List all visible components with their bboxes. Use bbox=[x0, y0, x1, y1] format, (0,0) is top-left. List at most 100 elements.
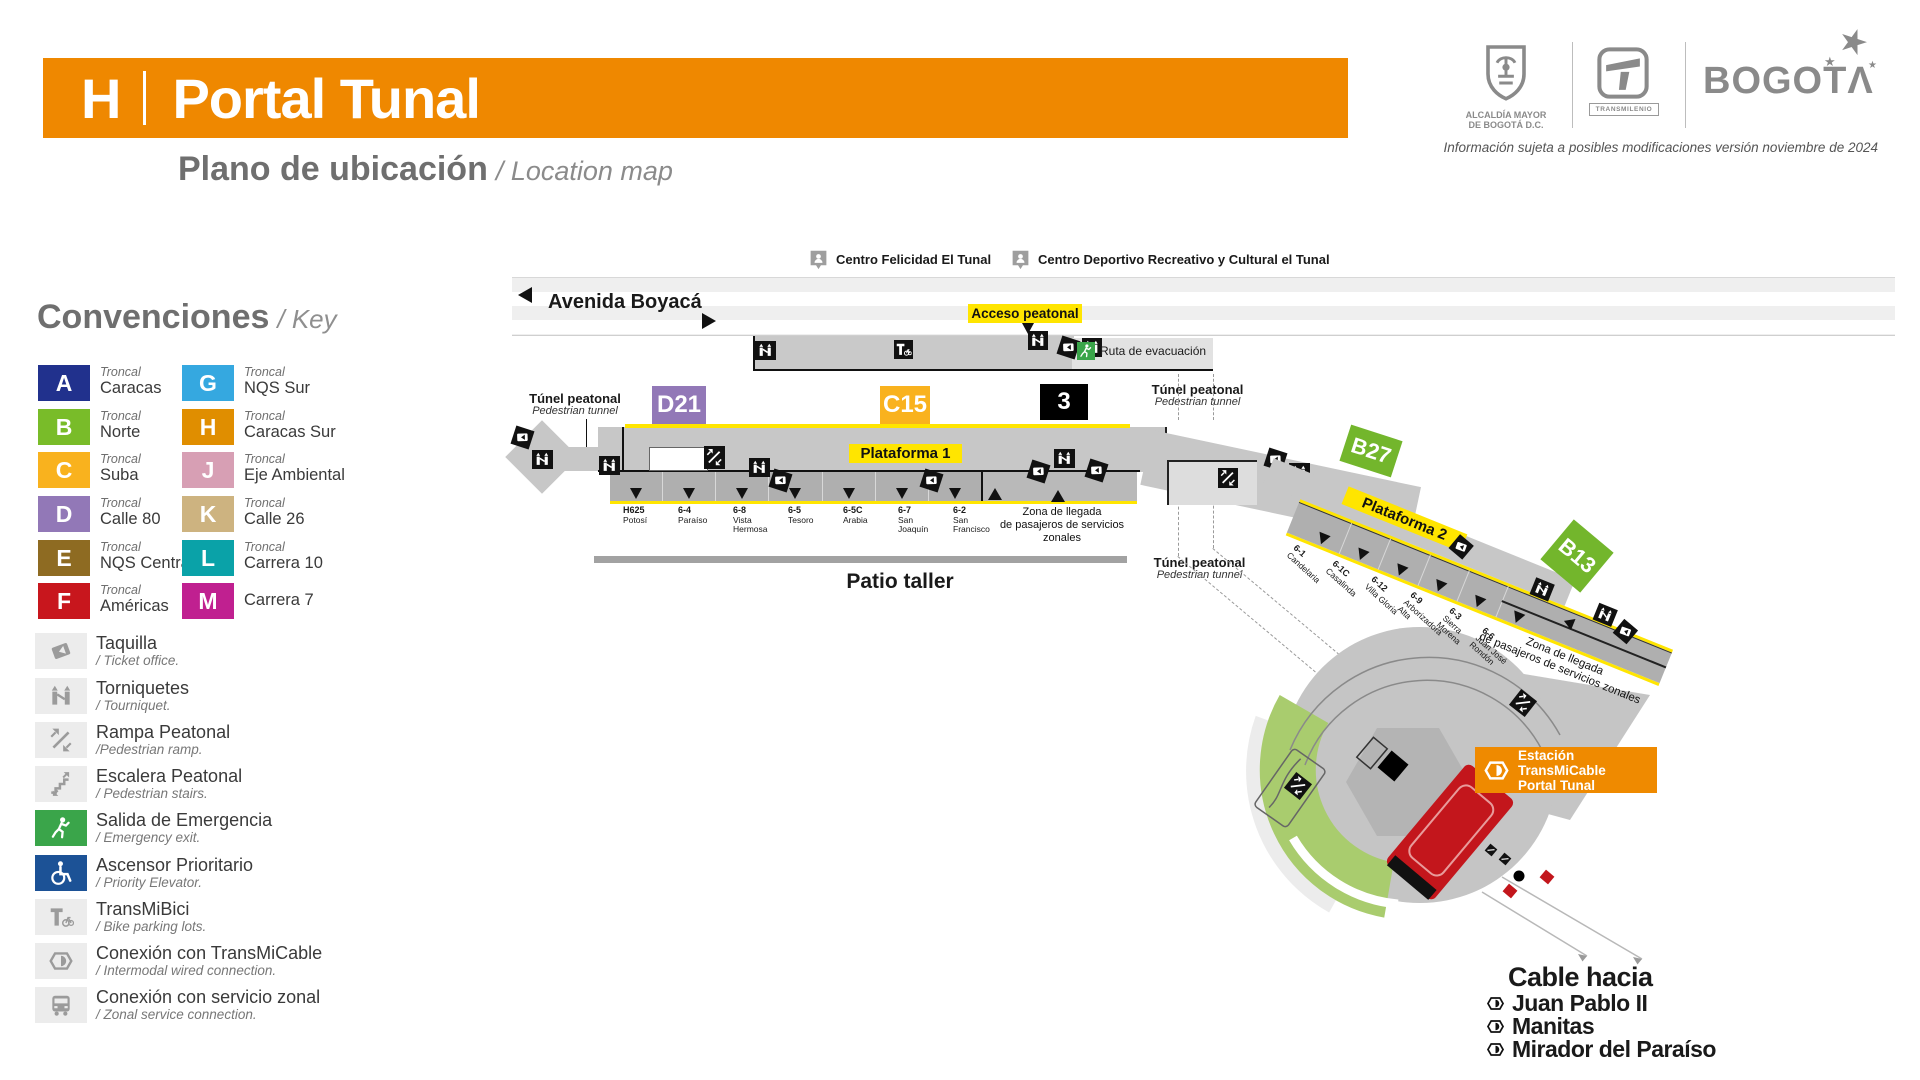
title-separator bbox=[143, 71, 147, 125]
troncal-K-box: K bbox=[182, 496, 234, 532]
bay-name: Arabia bbox=[843, 514, 868, 525]
tunnel-trace bbox=[1178, 486, 1179, 556]
troncal-name: Caracas Sur bbox=[244, 423, 336, 441]
legend-item-escalera: Escalera Peatonal/ Pedestrian stairs. bbox=[96, 767, 242, 802]
poi-label-centro-deportivo: Centro Deportivo Recreativo y Cultural e… bbox=[1038, 252, 1330, 267]
tunnel-label-es: Túnel peatonal bbox=[529, 391, 621, 406]
logo-divider-2 bbox=[1685, 42, 1686, 128]
transmicable-station-text: Estación TransMiCable Portal Tunal bbox=[1518, 748, 1657, 793]
platform1-yellow-edge bbox=[625, 424, 1130, 428]
turnstile-icon bbox=[35, 678, 87, 714]
legend-sublabel: / Priority Elevator. bbox=[96, 875, 203, 890]
legend-sublabel: / Tourniquet. bbox=[96, 698, 171, 713]
troncal-H-box: H bbox=[182, 409, 234, 445]
destination-name: Manitas bbox=[1512, 1012, 1595, 1039]
emergency-exit-icon bbox=[35, 810, 87, 846]
bay-cell bbox=[823, 472, 876, 501]
pedestrian-ramp-icon bbox=[35, 722, 87, 758]
page-title: Portal Tunal bbox=[172, 66, 480, 130]
page-subtitle: Plano de ubicación/ Location map bbox=[178, 150, 673, 189]
legend-sublabel: / Pedestrian stairs. bbox=[96, 786, 208, 801]
bus-stop-icon bbox=[683, 488, 696, 499]
troncal-name: NQS Sur bbox=[244, 379, 311, 397]
ticket-office-icon bbox=[35, 633, 87, 669]
bay-code: 6-4 bbox=[678, 505, 692, 515]
road-avenida-boyaca bbox=[512, 277, 1895, 336]
legend-sublabel: / Zonal service connection. bbox=[96, 1007, 257, 1022]
troncal-M-box: M bbox=[182, 583, 234, 619]
cable-destinations-title: Cable hacia bbox=[1508, 962, 1653, 992]
troncal-name: Calle 80 bbox=[100, 510, 161, 528]
header-bar: H Portal Tunal bbox=[43, 58, 1348, 138]
bus-stop-icon bbox=[1471, 594, 1487, 610]
platform1-bay-strip bbox=[610, 472, 981, 501]
road-name: Avenida Boyacá bbox=[548, 291, 702, 313]
legend-item-torniquetes: Torniquetes/ Tourniquet. bbox=[96, 679, 189, 714]
tunnel-label-es: Túnel peatonal bbox=[1151, 382, 1244, 397]
legend-item-rampa: Rampa Peatonal/Pedestrian ramp. bbox=[96, 722, 231, 758]
troncal-prefix: Troncal bbox=[100, 496, 141, 510]
gondola-icon bbox=[1486, 1040, 1505, 1059]
troncal-F-box: F bbox=[38, 583, 90, 619]
station-line2: Portal Tunal bbox=[1518, 777, 1596, 793]
bus-stop-icon bbox=[842, 488, 855, 499]
tunnel-label-en: Pedestrian tunnel bbox=[532, 405, 618, 417]
patio-taller-bar bbox=[594, 556, 1127, 563]
key-title-en: / Key bbox=[277, 304, 337, 334]
troncal-name: Eje Ambiental bbox=[244, 466, 345, 484]
bay-code: 6-2 bbox=[953, 505, 967, 515]
turnstile-icon bbox=[599, 456, 620, 475]
priority-elevator-icon bbox=[35, 855, 87, 891]
bus-stop-icon bbox=[1510, 610, 1526, 626]
bay-cell bbox=[610, 472, 664, 501]
bay-code: 6-5C bbox=[843, 505, 863, 515]
troncal-prefix: Troncal bbox=[244, 496, 285, 510]
route-badge-b27: B27 bbox=[1339, 424, 1403, 478]
alcaldia-line1: ALCALDÍA MAYOR bbox=[1465, 110, 1547, 120]
destination-name: Juan Pablo II bbox=[1512, 989, 1648, 1016]
acceso-peatonal-label: Acceso peatonal bbox=[968, 304, 1082, 323]
legend-sublabel: / Intermodal wired connection. bbox=[96, 963, 277, 978]
bay-cell bbox=[663, 472, 717, 501]
troncal-prefix: Troncal bbox=[244, 409, 285, 423]
bay-name: Potosí bbox=[623, 514, 648, 525]
pedestrian-ramp-icon bbox=[704, 446, 725, 469]
turnstile-icon bbox=[755, 341, 776, 360]
ramp-landing bbox=[1167, 460, 1257, 505]
bus-stop-icon bbox=[1354, 547, 1370, 563]
legend-label: Rampa Peatonal bbox=[96, 722, 231, 742]
legend-item-zonal: Conexión con servicio zonal/ Zonal servi… bbox=[96, 988, 320, 1023]
zonal-service-icon bbox=[35, 987, 87, 1023]
zona-llegada-label: Zona de llegada de pasajeros de servicio… bbox=[983, 506, 1141, 545]
station-line1: Estación TransMiCable bbox=[1518, 747, 1606, 778]
platform1-yellow-edge-bottom bbox=[610, 501, 1137, 504]
troncal-prefix: Troncal bbox=[100, 409, 141, 423]
subtitle-en: / Location map bbox=[495, 156, 673, 186]
troncal-J-box: J bbox=[182, 452, 234, 488]
bay-cell bbox=[929, 472, 981, 501]
emergency-exit-icon bbox=[1077, 342, 1095, 360]
troncal-B-box: B bbox=[38, 409, 90, 445]
transmicable-station-label: Estación TransMiCable Portal Tunal bbox=[1475, 747, 1657, 793]
legend-item-taquilla: Taquilla/ Ticket office. bbox=[96, 634, 179, 669]
logo-divider bbox=[1572, 42, 1573, 128]
plataforma1-label: Plataforma 1 bbox=[849, 444, 962, 463]
troncal-prefix: Troncal bbox=[100, 583, 141, 597]
alcaldia-line2: DE BOGOTÁ D.C. bbox=[1468, 120, 1544, 130]
zona-divider-line bbox=[981, 472, 983, 501]
legend-sublabel: /Pedestrian ramp. bbox=[96, 742, 203, 757]
bay-code: 6-7 bbox=[898, 505, 912, 515]
patio-taller-label: Patio taller bbox=[846, 570, 954, 593]
cable-destination: Manitas bbox=[1486, 1012, 1716, 1039]
bus-stop-icon bbox=[736, 488, 749, 499]
key-title-es: Convenciones bbox=[37, 298, 270, 336]
disclaimer: Información sujeta a posibles modificaci… bbox=[1443, 140, 1879, 155]
